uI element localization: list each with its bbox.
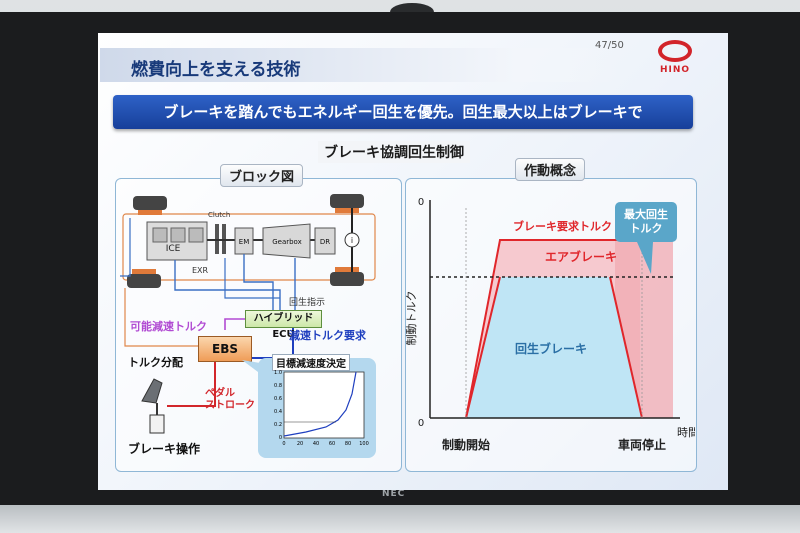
signal-line-em xyxy=(243,254,274,310)
brake-pedal-icon xyxy=(141,378,165,434)
brake-request-line xyxy=(465,239,673,419)
decel-torque-request-label: 減速トルク要求 xyxy=(289,329,366,342)
pedal-stroke-line1: ペダル xyxy=(205,388,235,399)
desk-surface xyxy=(0,505,800,533)
brake-start-label: 制動開始 xyxy=(442,437,490,452)
differential-icon xyxy=(344,232,360,248)
wheel-front-left xyxy=(133,196,167,210)
max-regen-callout-pointer xyxy=(637,242,653,274)
y-origin-tick: 0 xyxy=(418,418,424,429)
block-diagram-title: ブロック図 xyxy=(220,164,304,187)
wheel-rear-right xyxy=(330,272,364,286)
page-number: 47/50 xyxy=(595,40,624,51)
chassis-outline xyxy=(122,213,376,281)
ice-cylinder-3 xyxy=(188,227,204,243)
ebs-box: EBS xyxy=(198,336,252,362)
signal-line-brakes xyxy=(120,218,131,277)
y-axis-label: 制動トルク xyxy=(405,291,418,346)
slide-title: 燃費向上を支える技術 xyxy=(131,60,301,80)
ebs-brake-line xyxy=(124,288,198,347)
mini-chart-y-tick: 1.0 xyxy=(274,370,282,376)
regen-brake-label: 回生ブレーキ xyxy=(515,341,587,356)
mini-chart-x-ticks: 0 20 40 60 80 100 xyxy=(282,441,368,447)
mini-chart-y-ticks: 1.0 0.8 0.6 0.4 0.2 0 xyxy=(274,370,282,441)
mini-chart-y-tick: 0.8 xyxy=(274,383,282,389)
max-regen-label-line: トルク xyxy=(630,222,663,235)
air-brake-label: エアブレーキ xyxy=(545,249,617,264)
monitor-brand: NEC xyxy=(382,489,406,499)
regen-rise-line xyxy=(465,276,501,419)
regen-brake-area xyxy=(466,277,642,418)
regen-fall-line xyxy=(609,276,643,419)
mini-chart-x-tick: 0 xyxy=(282,441,285,447)
dr-label: DR xyxy=(320,238,330,246)
mini-chart-x-tick: 40 xyxy=(313,441,319,447)
mini-chart-y-tick: 0.2 xyxy=(274,422,282,428)
brake-rear-right xyxy=(335,267,359,272)
clutch-label: Clutch xyxy=(208,211,231,219)
max-regen-label: 最大回生トルク xyxy=(624,207,668,235)
mini-chart-x-tick: 100 xyxy=(359,441,369,447)
section-title: ブレーキ協調回生制御 xyxy=(318,141,470,163)
wheel-front-right xyxy=(330,194,364,208)
mini-chart-x-tick: 20 xyxy=(297,441,303,447)
mini-chart-y-tick: 0.4 xyxy=(274,409,282,415)
bubble-pointer-shape xyxy=(242,360,266,378)
ice-label: ICE xyxy=(166,244,181,254)
regen-command-label: 回生指示 xyxy=(289,298,326,308)
brake-front-left xyxy=(138,210,162,215)
em-label: EM xyxy=(239,238,249,246)
wheel-rear-left xyxy=(127,274,161,288)
mini-chart-curve xyxy=(283,371,357,437)
i-label: i xyxy=(351,236,353,245)
x-axis-label: 時間 xyxy=(677,426,695,439)
hybrid-ecu-box: ハイブリッドECU xyxy=(245,310,322,340)
headline-banner: ブレーキを踏んでもエネルギー回生を優先。回生最大以上はブレーキで xyxy=(113,95,693,129)
y-top-tick: 0 xyxy=(418,197,424,208)
brake-front-right xyxy=(335,208,359,213)
gearbox-block xyxy=(262,223,311,259)
ice-cylinder-1 xyxy=(152,227,168,243)
logo-ring-icon xyxy=(658,40,692,62)
operation-concept-title: 作動概念 xyxy=(515,158,586,181)
ice-cylinder-2 xyxy=(170,227,186,243)
vehicle-stop-label: 車両停止 xyxy=(618,437,666,452)
pedal-stroke-line2: ストローク xyxy=(205,400,255,411)
exr-label: EXR xyxy=(192,266,209,275)
hino-logo: HINO xyxy=(652,40,702,80)
torque-distribution-label: トルク分配 xyxy=(128,356,183,369)
logo-text: HINO xyxy=(660,65,691,75)
mini-chart-x-tick: 60 xyxy=(329,441,335,447)
mini-decel-chart: 1.0 0.8 0.6 0.4 0.2 0 0 20 40 60 80 100 xyxy=(274,370,369,447)
brake-request-label: ブレーキ要求トルク xyxy=(513,219,612,233)
possible-torque-line xyxy=(224,318,247,330)
mini-chart-y-tick: 0.6 xyxy=(274,396,282,402)
signal-line-clutch xyxy=(224,258,280,299)
target-decel-title: 目標減速度決定 xyxy=(272,354,350,371)
pedal-stroke-label: ペダル ストローク xyxy=(205,388,255,412)
drivetrain-diagram: ICE EM Gearbox DR i xyxy=(120,194,376,407)
signal-line-ice xyxy=(174,260,281,310)
brake-operation-label: ブレーキ操作 xyxy=(128,442,201,456)
possible-decel-torque-label: 可能減速トルク xyxy=(130,320,207,333)
gearbox-label: Gearbox xyxy=(272,238,302,246)
title-bar xyxy=(100,48,620,82)
mini-chart-y-tick: 0 xyxy=(279,435,282,441)
max-regen-callout xyxy=(615,202,677,242)
foot-shape xyxy=(141,378,163,404)
max-regen-label-line: 最大回生 xyxy=(624,207,668,221)
mini-chart-x-tick: 80 xyxy=(345,441,351,447)
operation-concept-chart: 最大回生トルク ブレーキ要求トルク エアブレーキ 回生ブレーキ 0 0 制動トル… xyxy=(405,197,695,452)
pedal-box xyxy=(149,414,165,434)
bubble-pointer xyxy=(242,360,266,378)
pedal-stroke-line xyxy=(167,361,216,407)
brake-rear-left xyxy=(132,269,156,274)
dr-block xyxy=(314,227,336,255)
